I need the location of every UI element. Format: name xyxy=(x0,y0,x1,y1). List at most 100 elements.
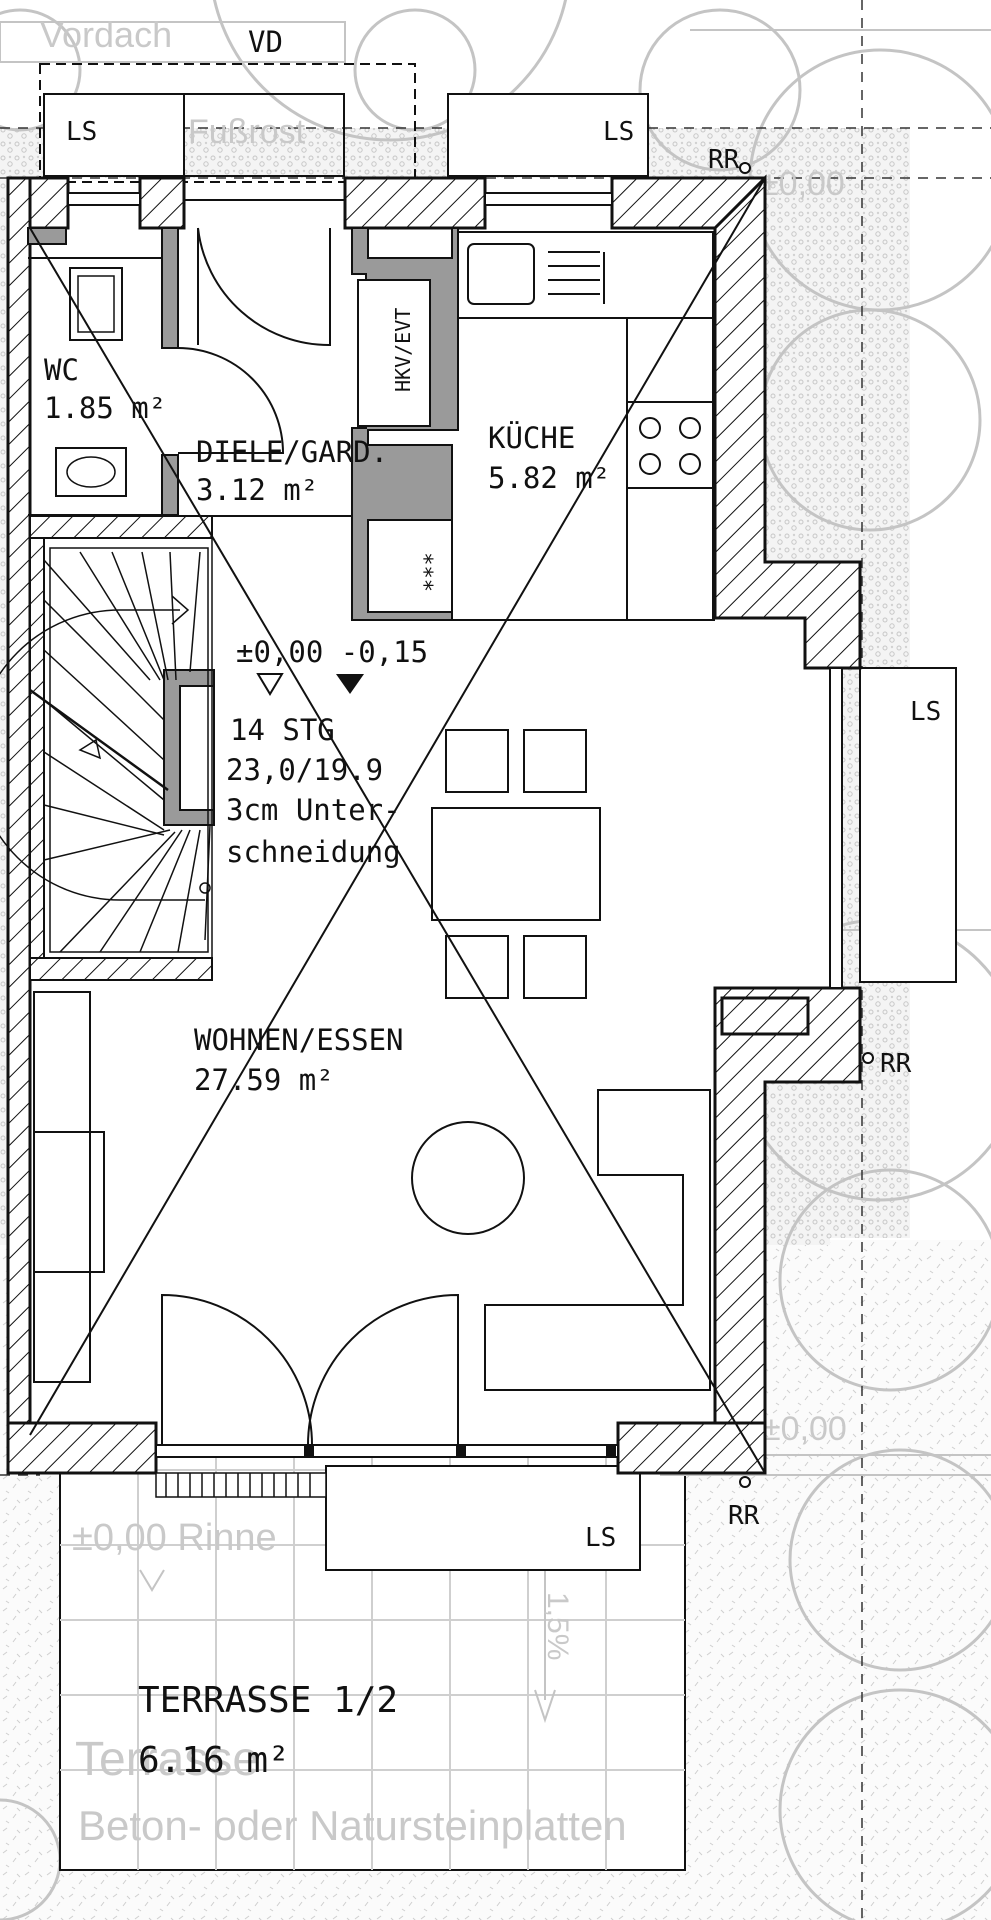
room-area-terrasse: 6.16 m² xyxy=(138,1740,290,1781)
rr-label-top: RR xyxy=(708,145,740,175)
ls-boxes xyxy=(43,93,957,1571)
tree-circle xyxy=(0,8,82,132)
rr-marker-bottom xyxy=(739,1476,751,1488)
hkv-label: HKV/EVT xyxy=(391,308,415,392)
level-marker-filled xyxy=(336,674,364,694)
stair-wall-bottom xyxy=(29,957,213,981)
stars-label: *** xyxy=(421,552,446,592)
terrasse-bg-label: Terrasse xyxy=(75,1733,259,1786)
room-area-diele: 3.12 m² xyxy=(196,473,318,507)
stair-cut-line xyxy=(29,688,169,792)
ls-box-right xyxy=(859,667,957,983)
door-mullion-1 xyxy=(304,1445,314,1457)
terrace-door-right xyxy=(307,1293,459,1446)
dining-chair xyxy=(523,935,587,999)
radiator-right xyxy=(720,996,810,1036)
room-name-diele: DIELE/GARD. xyxy=(196,435,388,469)
level-marker-open xyxy=(256,673,284,696)
belag-label: Beton- oder Natursteinplatten xyxy=(78,1802,627,1849)
room-area-wohnen: 27.59 m² xyxy=(194,1063,334,1097)
wall-top-mid xyxy=(343,176,487,230)
kitchen-sink xyxy=(467,243,535,305)
stair-levels: ±0,00 -0,15 xyxy=(236,635,428,669)
level-right-bottom-label: ±0,00 xyxy=(762,1410,847,1448)
dining-chair xyxy=(445,935,509,999)
room-area-wc: 1.85 m² xyxy=(44,391,166,425)
tree-circle xyxy=(788,1448,991,1672)
stair-start-dot xyxy=(199,882,211,894)
kitchen-counter-top xyxy=(457,231,714,319)
stair-arrow xyxy=(171,595,190,625)
tree-circle xyxy=(778,1168,991,1392)
fussrost-label: Fußrost xyxy=(188,113,306,151)
vd-canopy xyxy=(39,63,416,183)
windows xyxy=(67,192,843,1458)
ls-box-bottom xyxy=(325,1465,641,1571)
dining-chair xyxy=(445,729,509,793)
ls-label-bottom: LS xyxy=(585,1523,616,1553)
vd-label: VD xyxy=(248,25,283,59)
wc-basin-bowl xyxy=(66,456,116,488)
rinne-label: ±0,00 Rinne xyxy=(72,1517,277,1559)
stair-walkline xyxy=(0,609,205,901)
vordach-label: Vordach xyxy=(40,14,172,55)
window-bottom xyxy=(155,1444,619,1458)
kitchen xyxy=(452,231,715,621)
wall-right-upper xyxy=(713,174,862,670)
building: HKV/EVT *** xyxy=(0,162,874,1498)
hob-burner xyxy=(639,417,661,439)
hkv-closet xyxy=(357,279,431,427)
stair-steps: 14 STG xyxy=(230,713,335,747)
window-right xyxy=(829,667,843,989)
ls-label-top-left: LS xyxy=(66,117,97,147)
window-top-kueche xyxy=(484,192,613,206)
rr-label-bottom: RR xyxy=(728,1501,760,1531)
ls-box-top-right xyxy=(447,93,649,177)
corner-sofa xyxy=(484,1089,711,1391)
door-mullion-3 xyxy=(606,1445,616,1457)
door-mullion-2 xyxy=(456,1445,466,1457)
dining-chair xyxy=(523,729,587,793)
fussrost-box xyxy=(183,93,345,177)
gravel-strip-left xyxy=(0,128,10,1218)
building-floor xyxy=(28,228,830,1445)
dining-table xyxy=(431,807,601,921)
wall-top-door-pier xyxy=(138,176,186,230)
dining-set xyxy=(431,729,601,999)
level-right-top-label: ±0,00 xyxy=(760,165,845,203)
stair-inner-line xyxy=(49,547,209,953)
rr-label-right: RR xyxy=(880,1049,912,1079)
gefaelle-label: 1,5% xyxy=(541,1592,574,1660)
sideboard-left-section xyxy=(33,1131,105,1273)
coffee-table xyxy=(411,1121,525,1235)
hob-burner xyxy=(679,417,701,439)
stair-ratio: 23,0/19.9 xyxy=(226,753,383,787)
window-top-wc xyxy=(67,192,141,206)
terrace-door-left xyxy=(161,1293,313,1446)
wc-door-swing xyxy=(177,347,285,454)
wc-basin xyxy=(55,447,127,497)
room-area-kueche: 5.82 m² xyxy=(488,461,610,495)
staircase xyxy=(0,537,213,959)
room-name-terrasse: TERRASSE 1/2 xyxy=(138,1680,398,1721)
stair-wall-left xyxy=(29,537,45,959)
room-name-wohnen: WOHNEN/ESSEN xyxy=(194,1023,404,1057)
wall-bottom-left xyxy=(6,1421,158,1475)
tree-circle xyxy=(778,1688,991,1920)
entry-door-swing xyxy=(197,227,331,347)
level-triangle xyxy=(139,1569,165,1592)
wall-left xyxy=(6,176,32,1475)
stars-closet xyxy=(367,519,453,613)
kitchen-hob xyxy=(626,401,714,489)
stair-wall-top xyxy=(29,515,213,539)
ls-label-right: LS xyxy=(910,697,941,727)
rr-marker-top xyxy=(739,162,751,174)
hob-burner xyxy=(639,453,661,475)
wc-toilet-inner xyxy=(77,275,115,333)
stair-note-1: 3cm Unter- xyxy=(226,793,401,827)
stair-cut-mark xyxy=(78,738,102,760)
ls-box-top-left xyxy=(43,93,185,177)
vordach-outline xyxy=(0,21,346,63)
slope-arrow-head xyxy=(534,1689,556,1724)
